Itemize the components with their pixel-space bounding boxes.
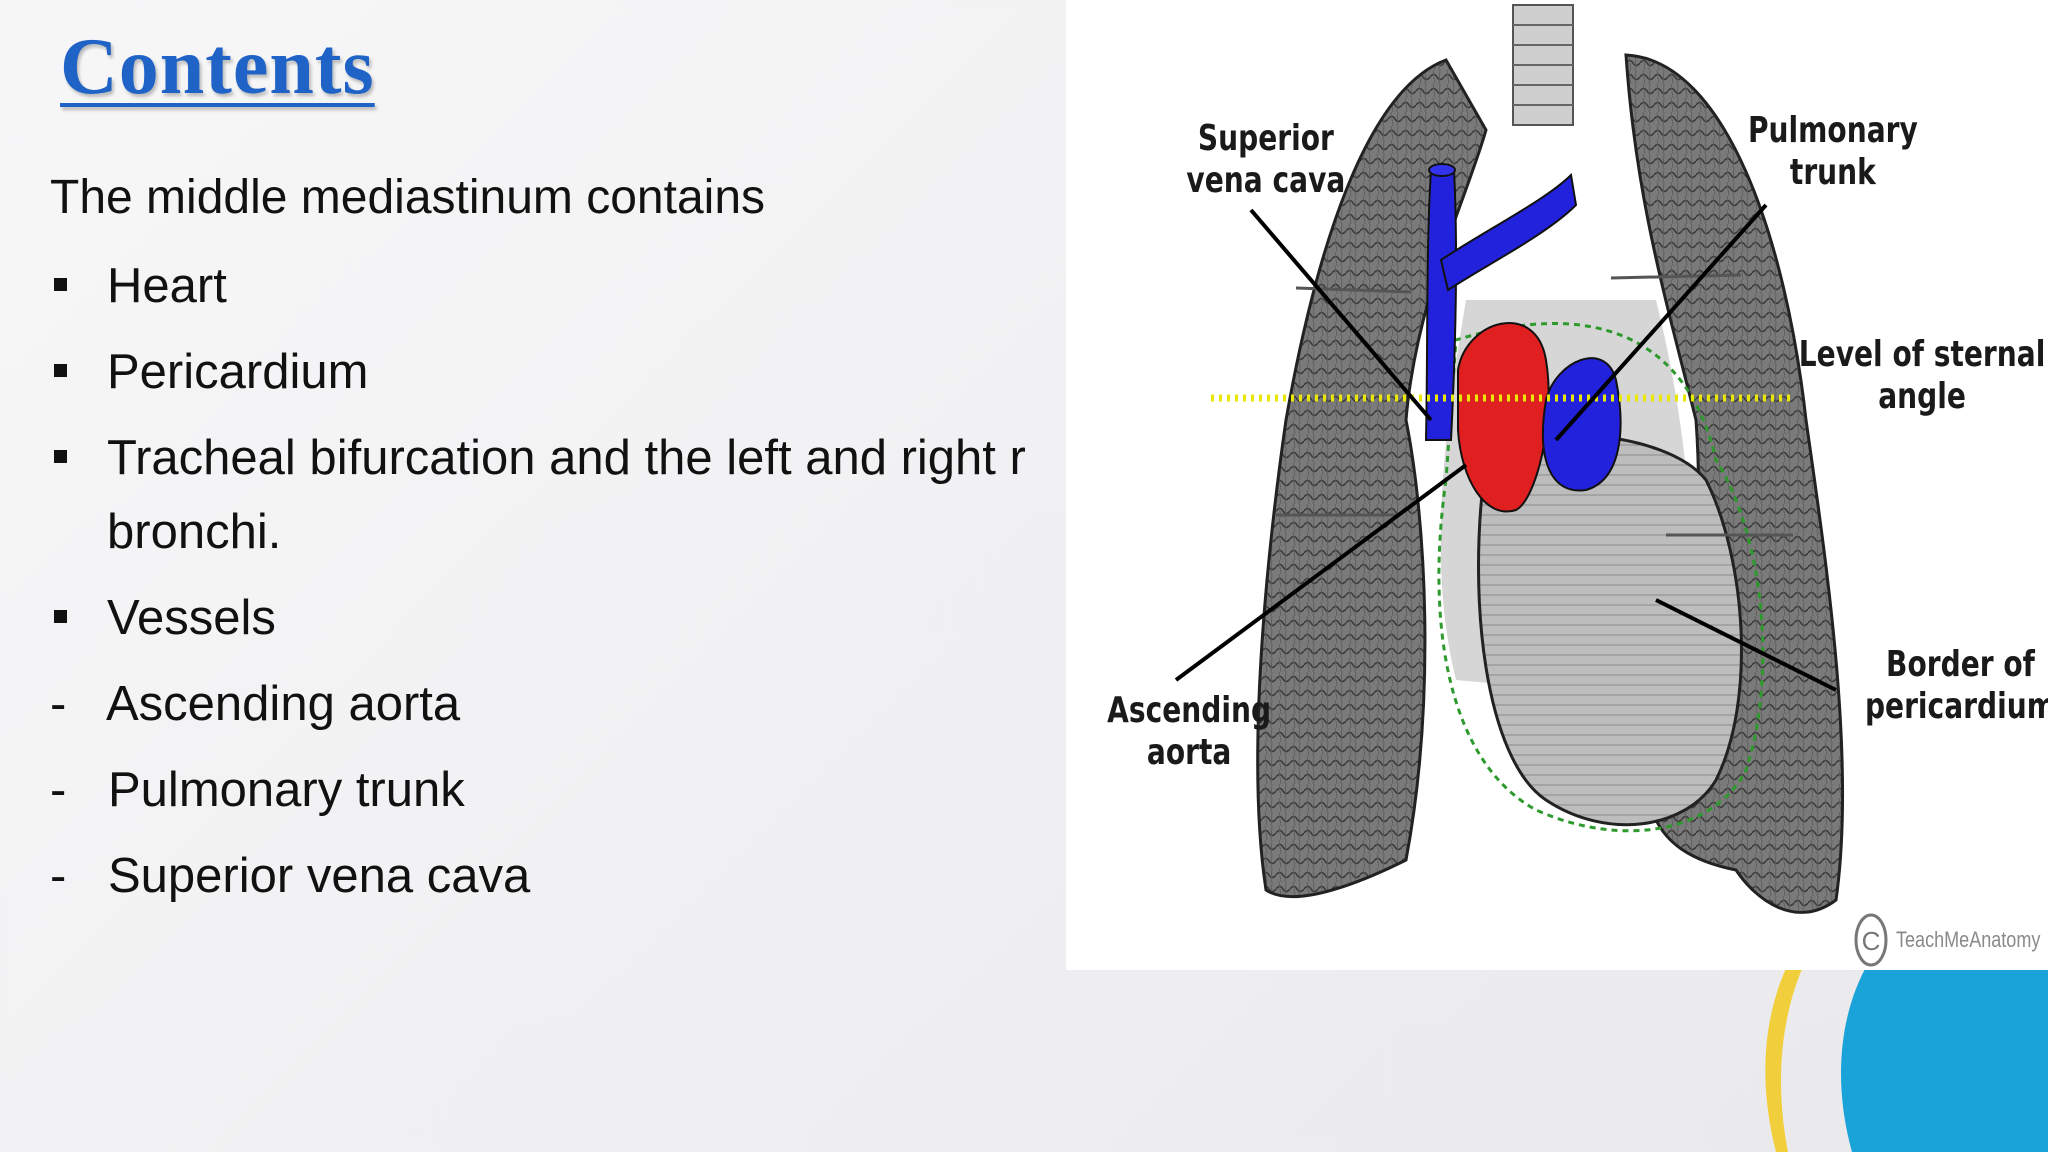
bullet-icon — [54, 610, 67, 623]
label-superior-vena-cava: Superior vena cava — [1186, 118, 1346, 201]
corner-decoration — [1765, 960, 2048, 1152]
dash-marker: - — [50, 677, 67, 731]
bullet-icon — [54, 278, 67, 291]
label-sternal-angle: Level of sternal angle — [1798, 334, 2046, 417]
svg-text:C: C — [1862, 926, 1881, 956]
label-pulmonary-trunk: Pulmonary trunk — [1747, 110, 1918, 193]
label-ascending-aorta: Ascending aorta — [1107, 690, 1272, 773]
heart-lungs-illustration — [1174, 4, 1845, 914]
copyright-icon: C — [1854, 913, 1888, 967]
watermark-text: TeachMeAnatomy — [1896, 927, 2041, 952]
dash-marker: - — [50, 763, 67, 817]
slide-title: Contents — [60, 23, 375, 111]
dash-marker: - — [50, 849, 67, 903]
intro-text: The middle mediastinum contains — [50, 171, 766, 224]
label-border-of-pericardium: Border of pericardium — [1864, 644, 2048, 727]
bullet-icon — [54, 364, 67, 377]
bullet-icon — [54, 450, 67, 463]
heart-anatomy-figure: Superior vena cava Pulmonary trunk Level… — [1066, 0, 2048, 970]
